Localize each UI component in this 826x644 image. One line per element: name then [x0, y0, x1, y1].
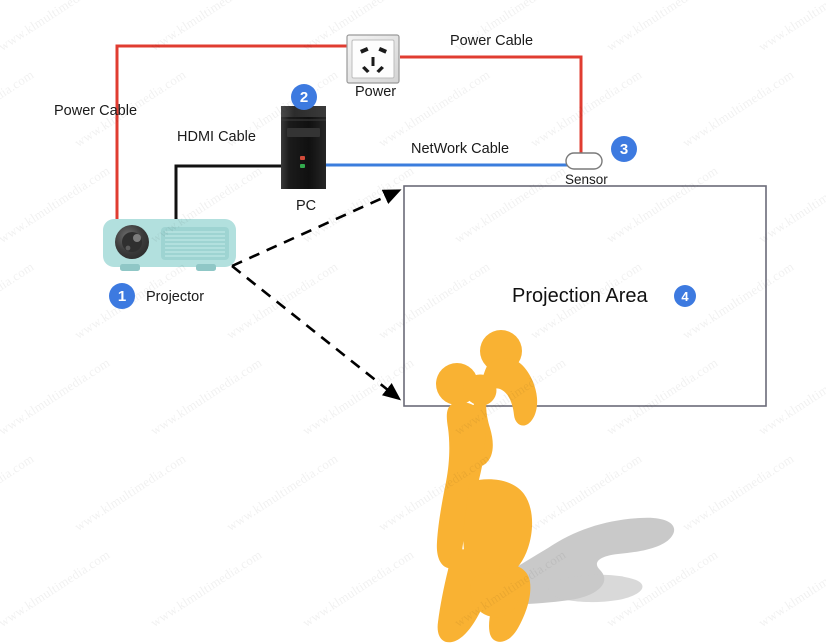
badge-sensor: 3: [611, 136, 637, 162]
label-projection-area: Projection Area: [512, 285, 648, 307]
label-power-outlet: Power: [355, 84, 397, 100]
label-power-cable-left: Power Cable: [54, 103, 138, 119]
player-shadow: [482, 517, 675, 605]
projector-icon[interactable]: [103, 219, 236, 271]
projector-vent-lines: [165, 231, 225, 257]
projection-beam-lower: [231, 264, 402, 401]
label-pc: PC: [296, 198, 317, 214]
label-hdmi-cable: HDMI Cable: [177, 129, 256, 145]
label-projector: Projector: [146, 289, 205, 305]
basketball-player-silhouette: [436, 330, 538, 643]
sensor-icon[interactable]: [565, 152, 603, 170]
badge-projector: 1: [109, 283, 135, 309]
badge-projection-area: 4: [674, 285, 696, 307]
badge-pc: 2: [291, 84, 317, 110]
label-power-cable-top: Power Cable: [450, 33, 534, 49]
power-outlet-icon[interactable]: [346, 34, 400, 84]
hdmi-cable: [174, 164, 281, 228]
label-sensor: Sensor: [565, 172, 608, 187]
power-cable-left-segment: [115, 44, 347, 228]
pc-tower-icon[interactable]: [281, 106, 326, 189]
label-network-cable: NetWork Cable: [411, 141, 510, 157]
power-cable-right-segment: [400, 55, 583, 160]
